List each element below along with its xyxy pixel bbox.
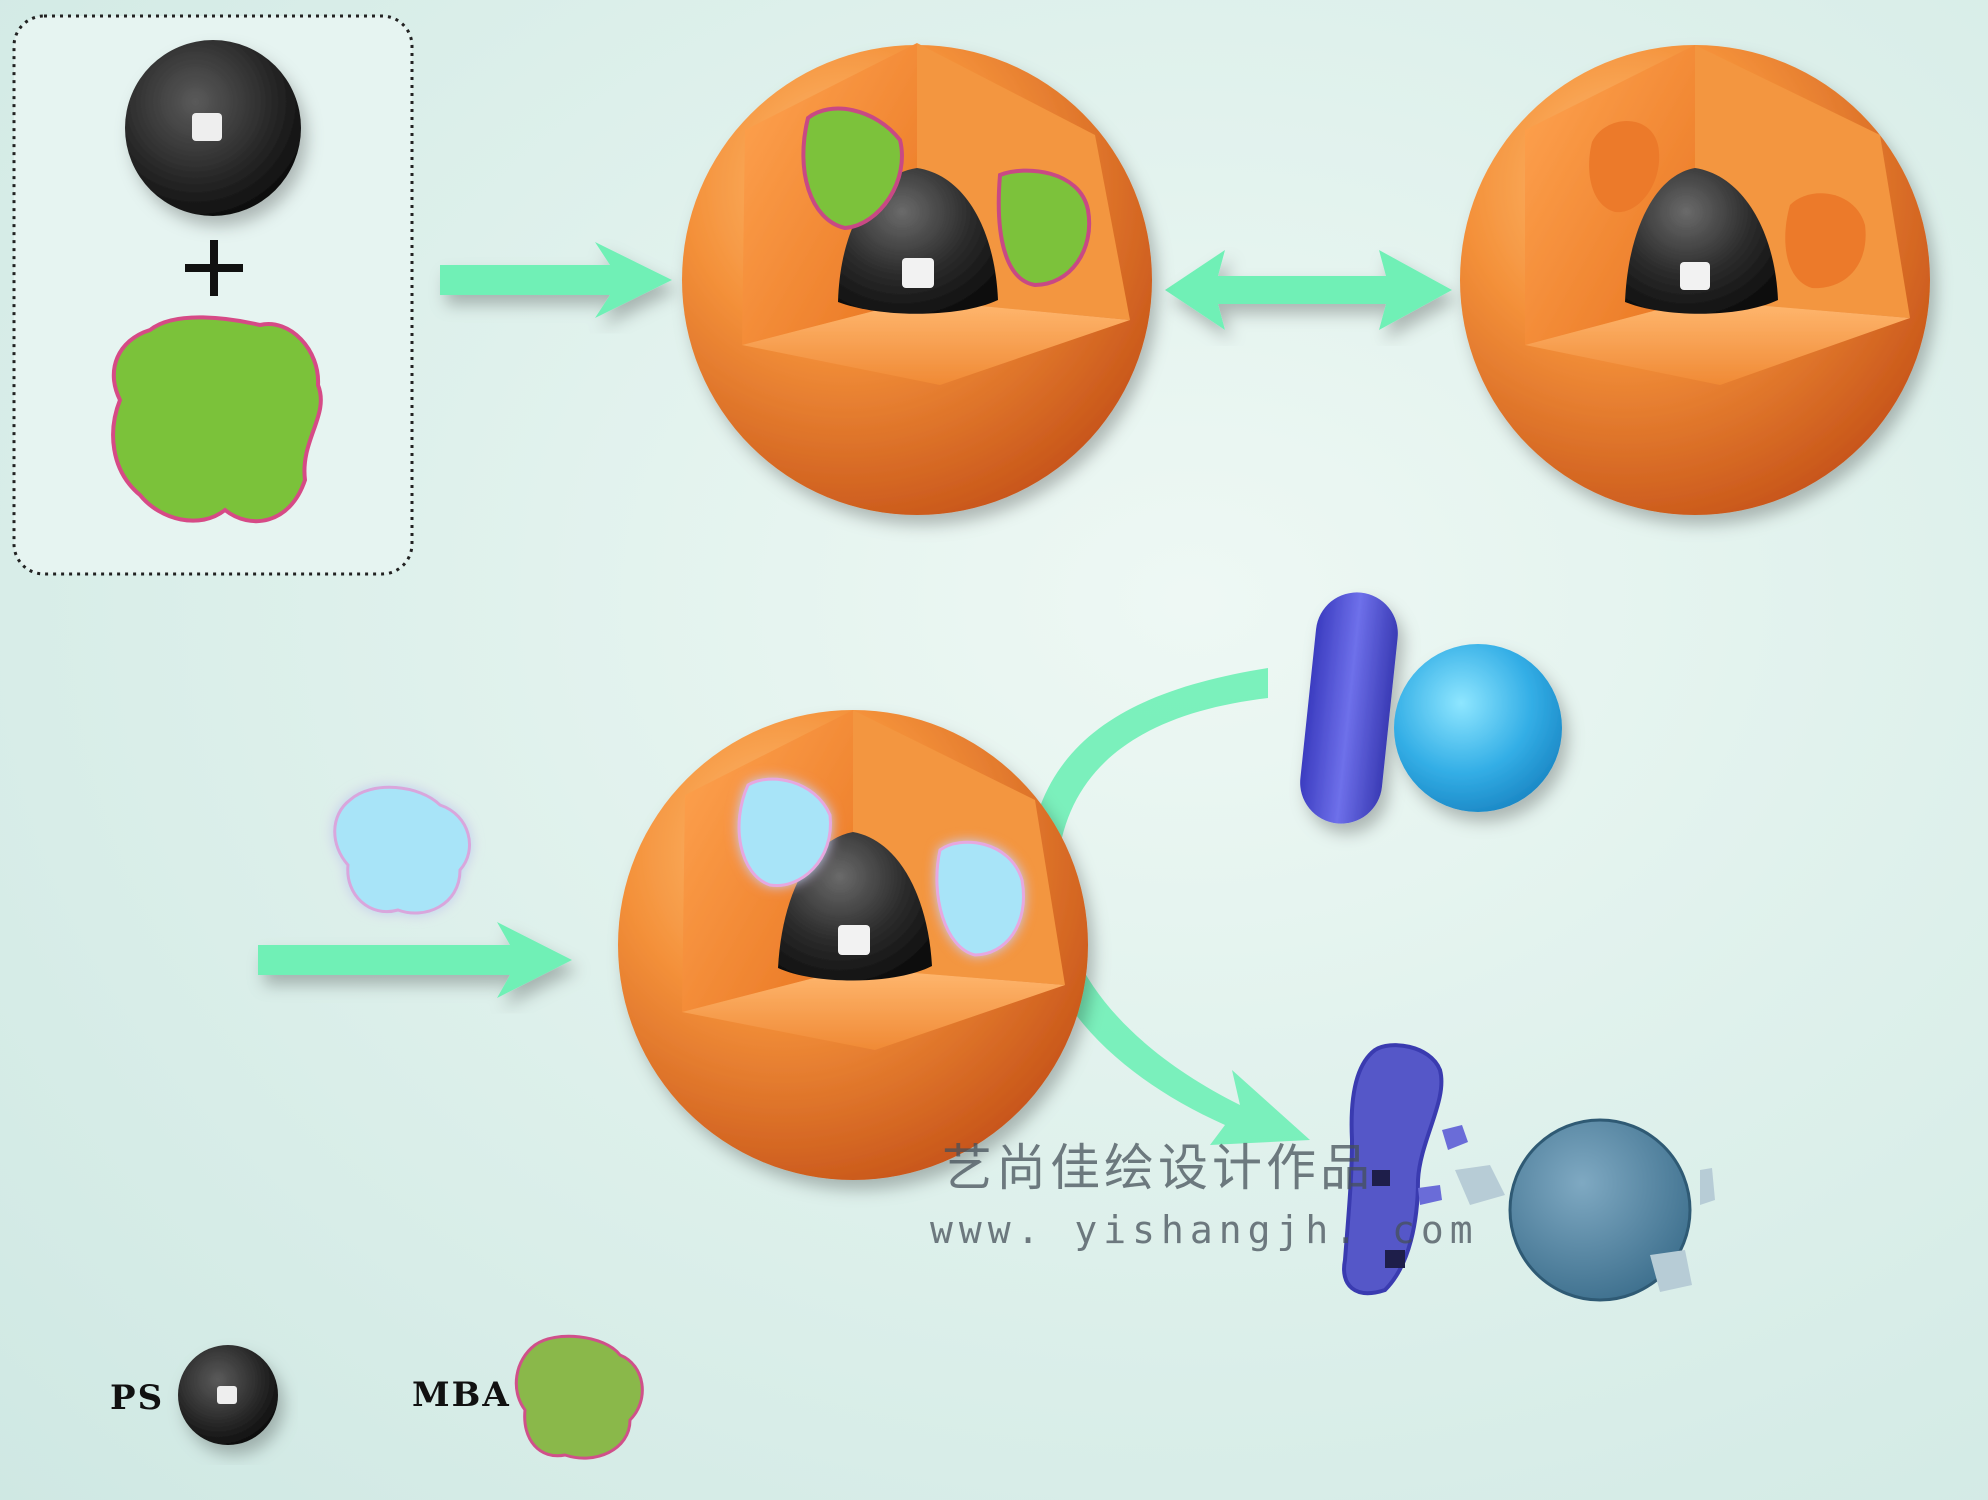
watermark-url: www. yishangjh. com xyxy=(930,1208,1479,1252)
converted-cluster xyxy=(1589,121,1660,213)
nanoparticle-converted xyxy=(1460,45,1930,515)
curved-arrow-icon xyxy=(1027,668,1310,1145)
legend-mba-label: MBA xyxy=(412,1375,511,1415)
inset-ps-sphere xyxy=(125,40,301,216)
damaged-rod-bacterium xyxy=(1342,1043,1468,1296)
damaged-cocci-bacterium xyxy=(1455,1118,1715,1302)
legend-ps-sphere xyxy=(178,1345,278,1445)
activated-cluster xyxy=(737,777,832,888)
double-arrow-icon xyxy=(1165,250,1452,330)
nanoparticle-activated xyxy=(618,710,1088,1180)
converted-cluster xyxy=(1785,193,1866,289)
mba-cluster xyxy=(801,106,904,231)
rod-bacterium xyxy=(1300,592,1398,824)
activated-cluster xyxy=(935,840,1025,957)
legend-mba-molecule xyxy=(514,1334,644,1460)
cocci-bacterium xyxy=(1394,644,1562,812)
legend-ps-label: PS xyxy=(110,1378,165,1418)
activator-molecule xyxy=(333,785,471,915)
watermark-name: 艺尚佳绘设计作品 xyxy=(942,1139,1374,1197)
mba-cluster xyxy=(996,168,1092,288)
nanoparticle-loaded-mba xyxy=(682,43,1152,515)
inset-mba-molecule xyxy=(111,315,323,524)
plus-icon xyxy=(185,240,243,296)
right-arrow-icon-lower xyxy=(258,922,572,998)
right-arrow-icon xyxy=(440,242,672,318)
